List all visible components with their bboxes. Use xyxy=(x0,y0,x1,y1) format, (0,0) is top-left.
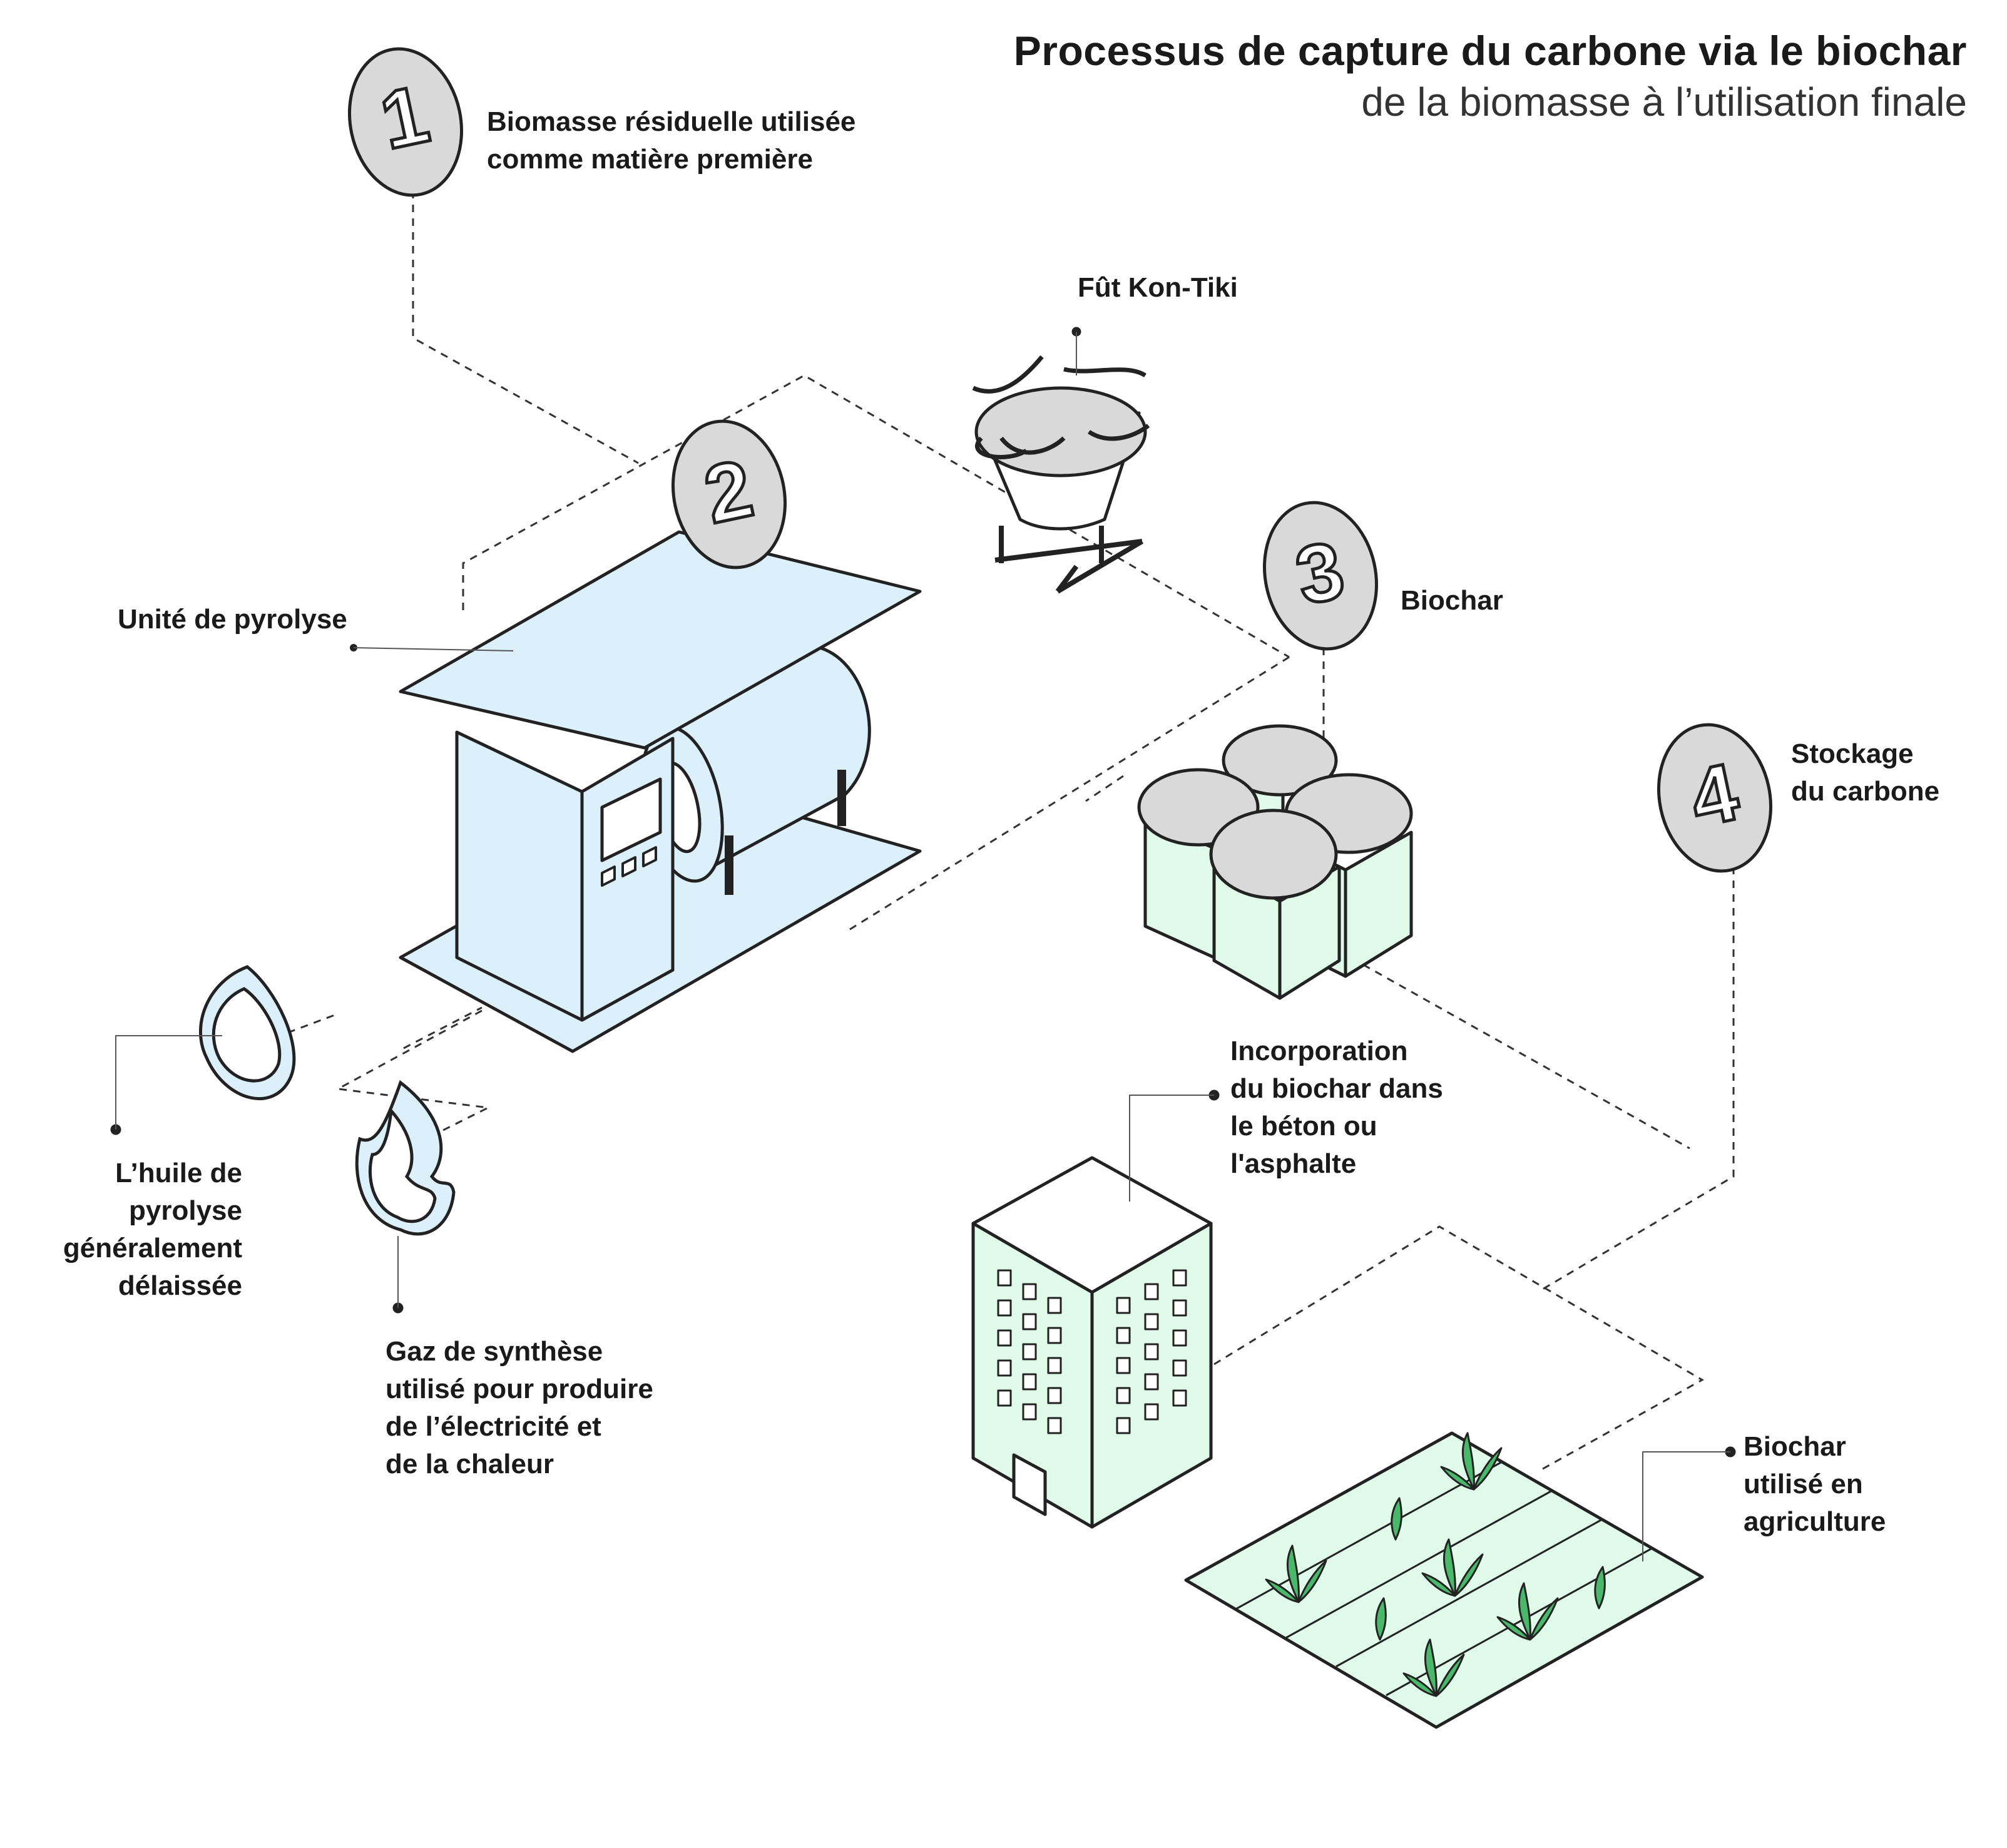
step-4-badge: 4 xyxy=(1657,723,1773,873)
building-illustration xyxy=(971,1090,1220,1529)
agriculture-field-illustration xyxy=(1184,1431,1736,1729)
gas-flame-icon xyxy=(355,1080,456,1314)
step-1-label: Biomasse résiduelle utilisée comme matiè… xyxy=(487,106,856,175)
gas-label: Gaz de synthèse utilisé pour produire de… xyxy=(386,1336,653,1479)
oil-drop-icon xyxy=(110,965,296,1135)
page-subtitle: de la biomasse à l’utilisation finale xyxy=(1361,79,1967,125)
title-block: Processus de capture du carbone via le b… xyxy=(1014,25,1967,128)
kontiki-label: Fût Kon-Tiki xyxy=(1078,272,1238,303)
step-3-label: Biochar xyxy=(1401,585,1503,616)
concrete-label: Incorporation du biochar dans le béton o… xyxy=(1230,1036,1443,1179)
pyrolysis-unit-illustration xyxy=(350,530,922,1053)
step-3-badge: 3 xyxy=(1262,501,1379,651)
step-2-label: Unité de pyrolyse xyxy=(118,604,347,635)
step-4-label: Stockage du carbone xyxy=(1791,738,1940,807)
step-2-badge: 2 xyxy=(671,419,787,569)
oil-label: L’huile de pyrolyse généralement délaiss… xyxy=(63,1158,242,1301)
step-1-badge: 1 xyxy=(347,47,464,197)
agriculture-label: Biochar utilisé en agriculture xyxy=(1744,1431,1886,1537)
page-title: Processus de capture du carbone via le b… xyxy=(1013,28,1967,74)
biochar-bags-illustration xyxy=(1137,724,1413,1000)
kontiki-kiln-illustration xyxy=(972,327,1150,594)
